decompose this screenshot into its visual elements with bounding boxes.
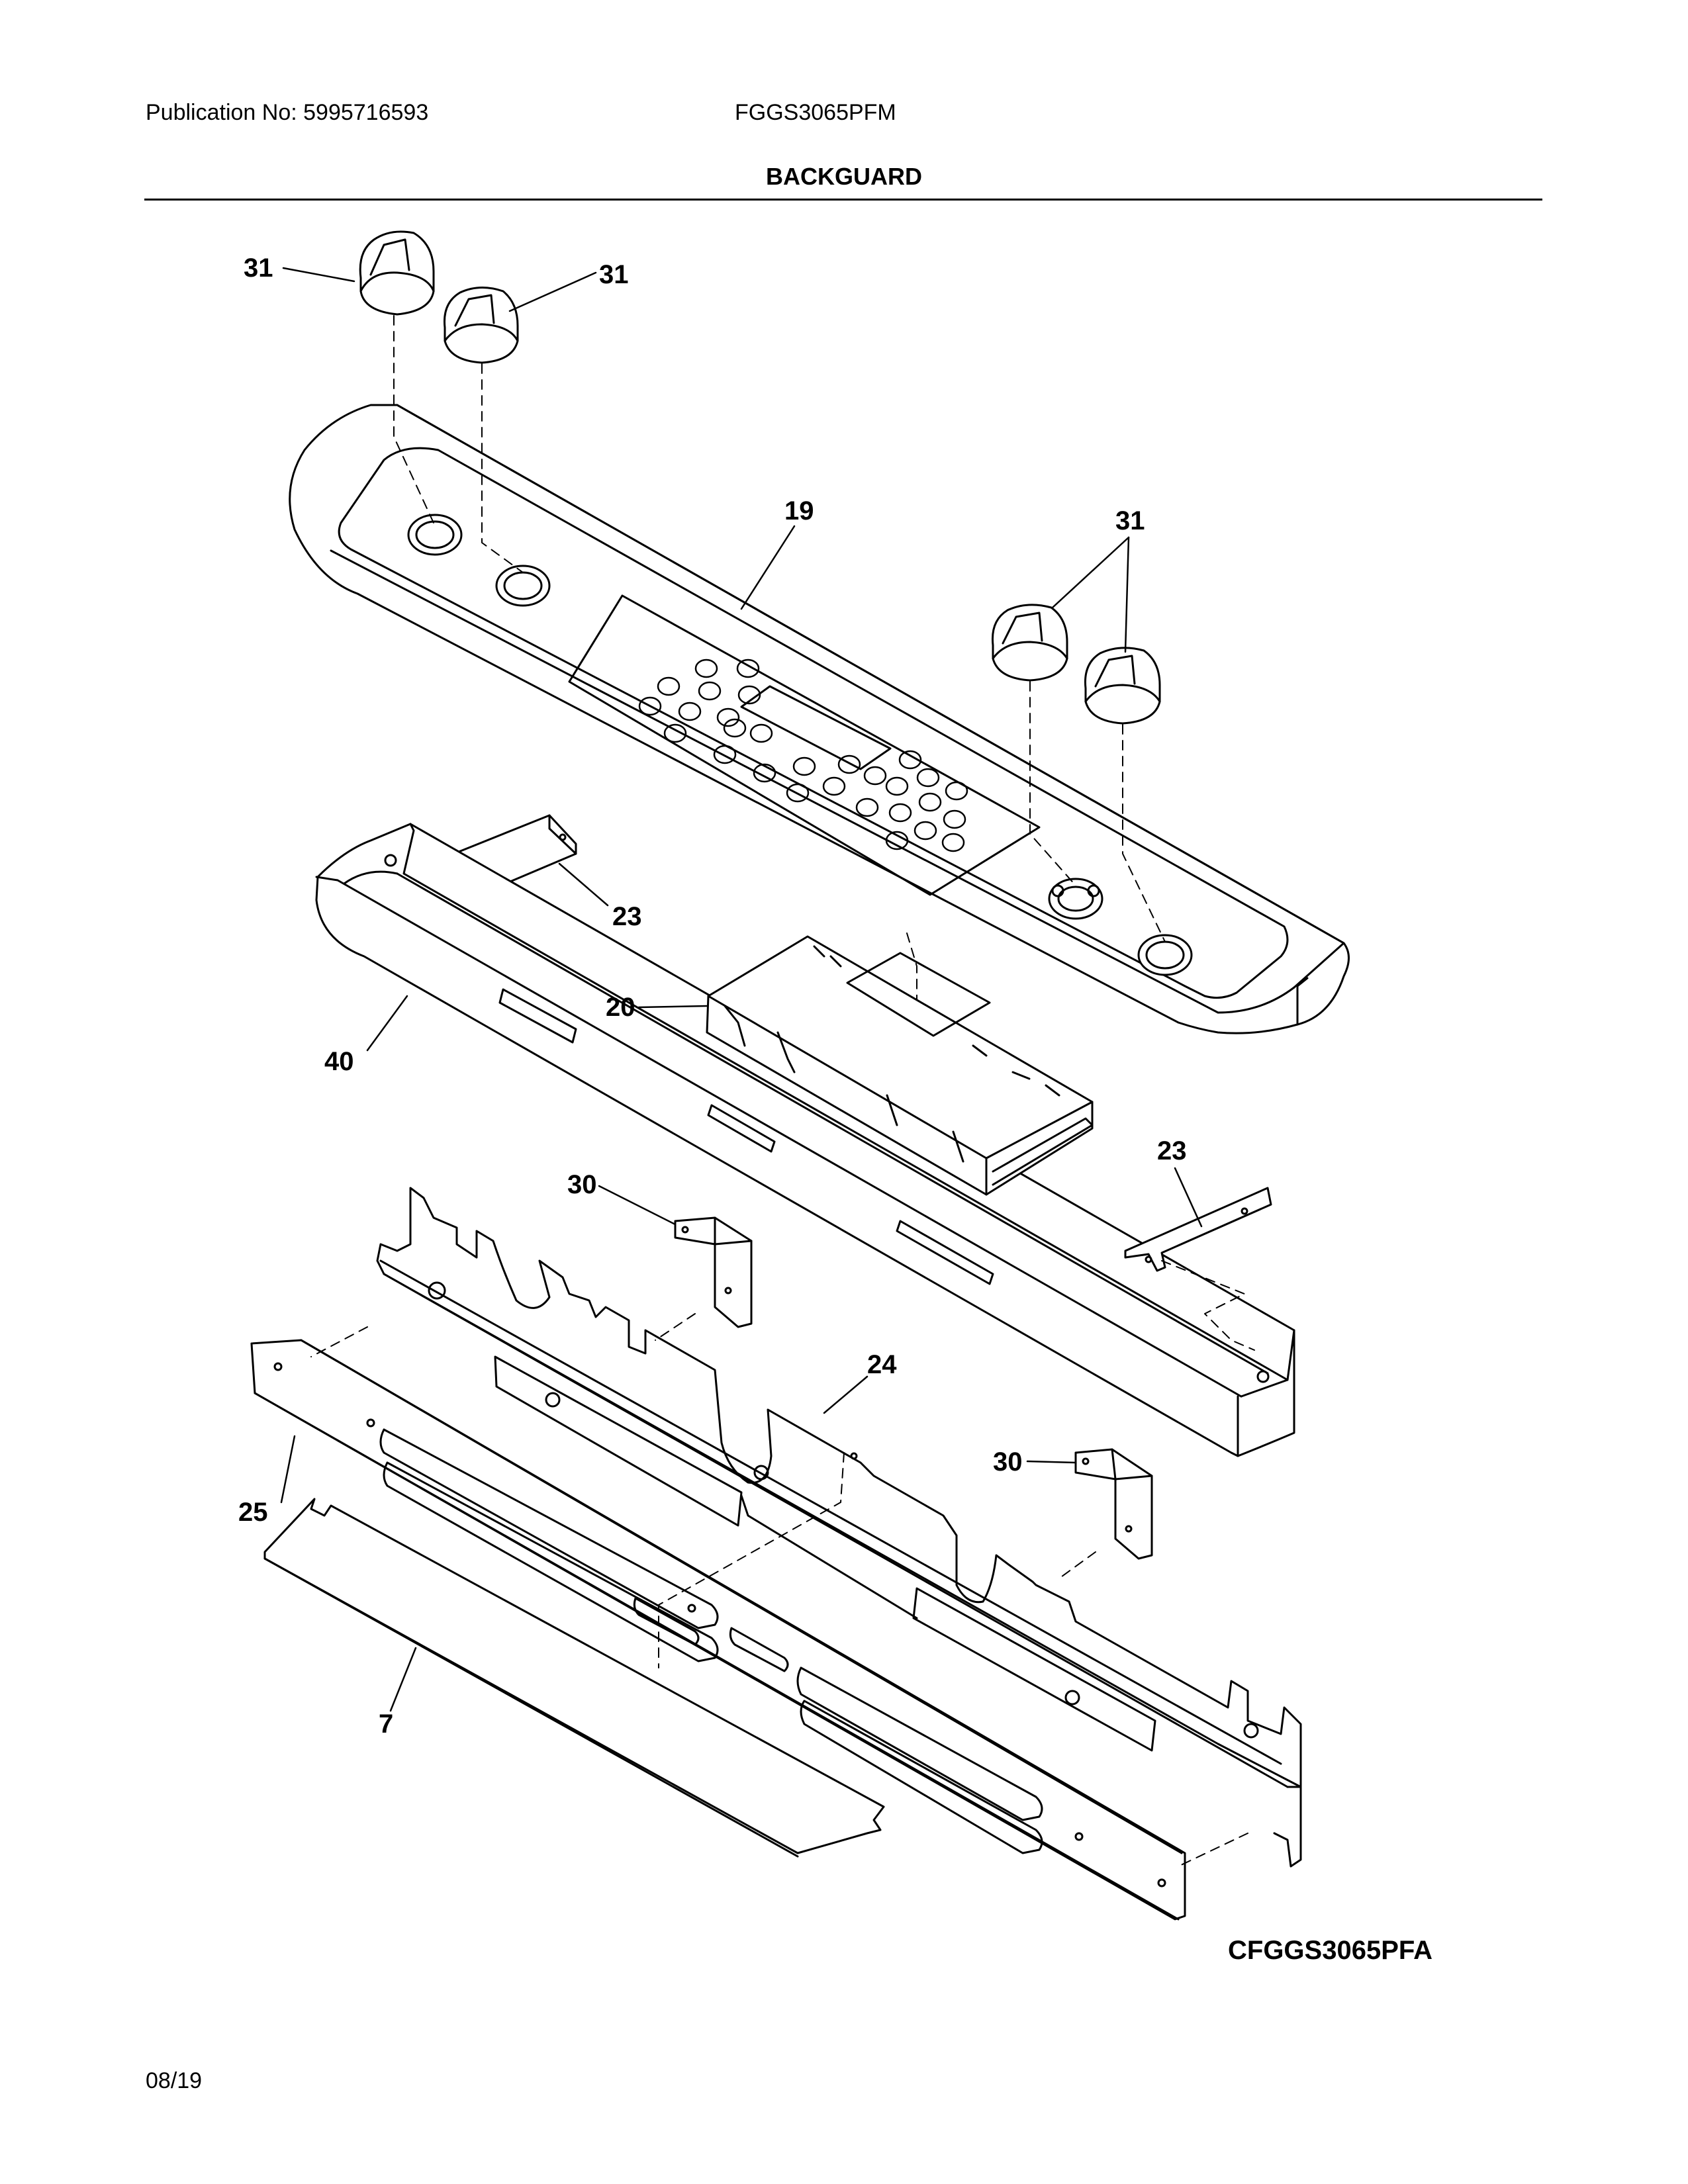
callout-lower-trim: 40: [324, 1047, 354, 1076]
bracket-lower-right: [1124, 1187, 1272, 1351]
diagram-code: CFGGS3065PFA: [1228, 1936, 1433, 1965]
knob-rear-left: [443, 286, 519, 364]
callout-spacer-right: 30: [993, 1447, 1023, 1477]
spacer-left: [674, 1216, 753, 1328]
header-rule: [144, 199, 1542, 201]
backguard-panel: [289, 404, 1350, 1034]
footer-date: 08/19: [146, 2068, 203, 2093]
control-board: [706, 935, 1094, 1196]
callout-knob-left-1: 31: [244, 253, 273, 283]
callout-rear-frame: 24: [867, 1350, 897, 1379]
callout-backguard-panel: 19: [784, 496, 814, 525]
knob-rear-right: [991, 604, 1068, 682]
heat-shield: [263, 1498, 885, 1858]
lower-trim: [315, 823, 1295, 1457]
spacer-right: [1074, 1448, 1153, 1560]
knob-front-right: [1084, 647, 1161, 725]
rear-frame: [376, 1187, 1302, 1868]
callout-control-board: 20: [606, 993, 635, 1022]
front-frame: [250, 1339, 1186, 1921]
callout-heat-shield: 7: [379, 1709, 393, 1739]
callout-knobs-right: 31: [1115, 506, 1145, 535]
callout-bracket-upper: 23: [612, 902, 642, 931]
callout-knob-left-2: 31: [599, 260, 629, 289]
publication-number: Publication No: 5995716593: [146, 100, 429, 125]
callout-spacer-left: 30: [567, 1170, 597, 1199]
callout-bracket-lower-right: 23: [1157, 1136, 1187, 1165]
model-number: FGGS3065PFM: [735, 100, 896, 125]
callout-front-frame: 25: [238, 1498, 268, 1527]
knob-front-left: [359, 230, 435, 316]
section-title: BACKGUARD: [766, 163, 922, 190]
